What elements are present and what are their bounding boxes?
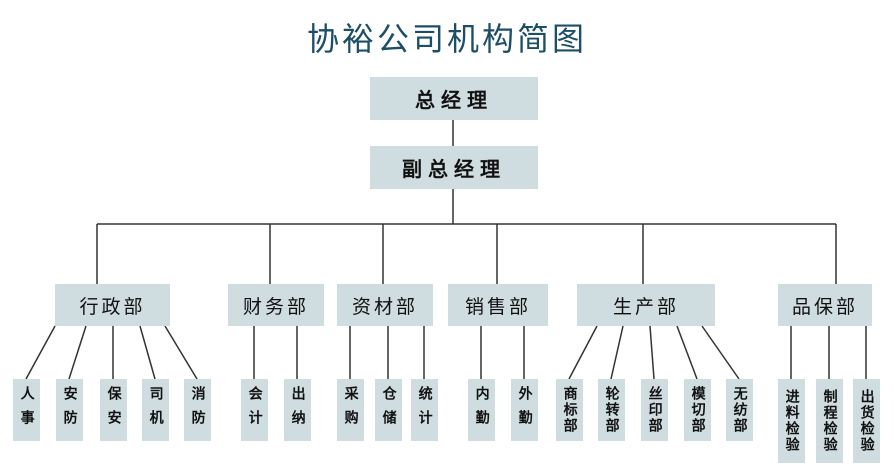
sub-screen-print-dept: 丝印部: [641, 379, 668, 441]
node-general-manager: 总经理: [370, 77, 538, 120]
dept-production: 生产部: [577, 284, 715, 326]
sub-accounting: 会计: [241, 379, 268, 441]
dept-admin: 行政部: [55, 284, 170, 326]
node-deputy-general-manager: 副总经理: [370, 146, 538, 189]
sub-incoming-inspection: 进料检验: [778, 379, 805, 463]
sub-rotary-dept: 轮转部: [598, 379, 625, 441]
sub-driver: 司机: [142, 379, 169, 441]
dept-finance: 财务部: [228, 284, 324, 326]
sub-nonwoven-dept: 无纺部: [726, 379, 753, 441]
sub-hr: 人事: [13, 379, 40, 441]
sub-process-inspection: 制程检验: [816, 379, 843, 463]
sub-security-defense: 安防: [56, 379, 83, 441]
sub-label-dept: 商标部: [556, 379, 583, 441]
sub-cashier: 出纳: [284, 379, 311, 441]
sub-purchasing: 采购: [337, 379, 364, 441]
sub-outgoing-inspection: 出货检验: [853, 379, 880, 463]
dept-quality: 品保部: [778, 284, 872, 326]
sub-security-guard: 保安: [100, 379, 127, 441]
sub-fire-protection: 消防: [184, 379, 211, 441]
dept-materials: 资材部: [337, 284, 433, 326]
sub-statistics: 统计: [411, 379, 438, 441]
sub-office-staff: 内勤: [468, 379, 495, 441]
sub-die-cut-dept: 模切部: [684, 379, 711, 441]
chart-title: 协裕公司机构简图: [306, 20, 587, 58]
sub-field-staff: 外勤: [511, 379, 538, 441]
sub-warehousing: 仓储: [375, 379, 402, 441]
dept-sales: 销售部: [448, 284, 548, 326]
